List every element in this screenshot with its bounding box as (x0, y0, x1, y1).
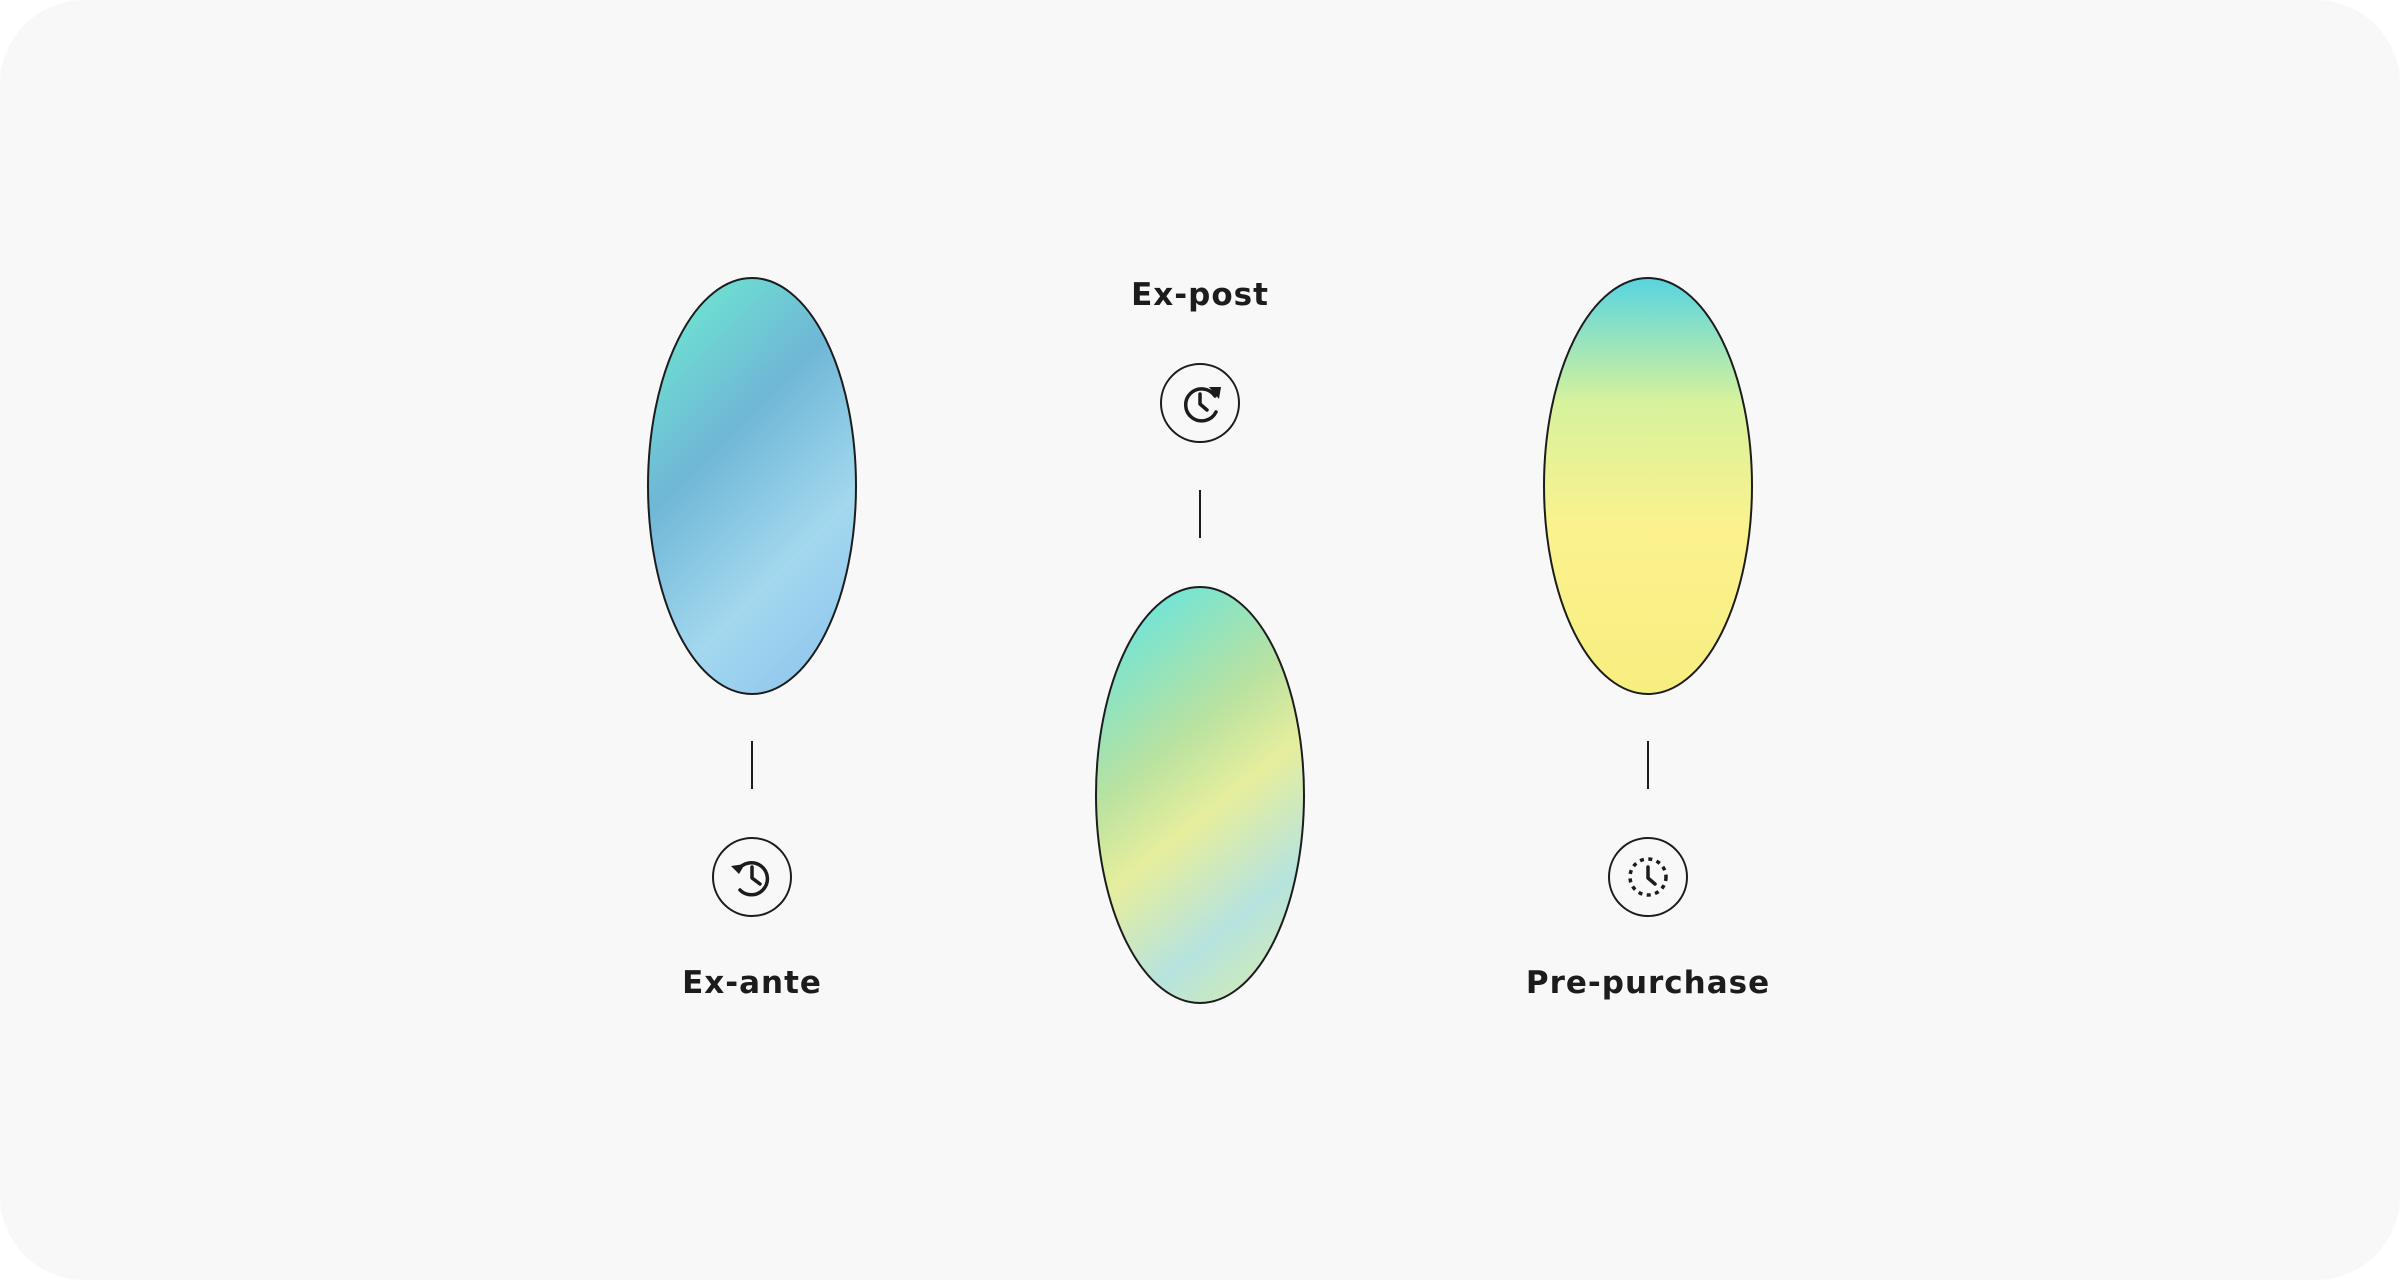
ex-post-label: Ex-post (1131, 277, 1269, 313)
refresh-clock-icon (1160, 363, 1240, 443)
history-icon (712, 837, 792, 917)
pre-purchase-ellipse (1543, 277, 1753, 695)
dashed-clock-icon (1608, 837, 1688, 917)
pre-purchase-label: Pre-purchase (1525, 965, 1771, 1001)
ex-ante-label: Ex-ante (682, 965, 822, 1001)
ex-ante-ellipse (647, 277, 857, 695)
ex-post-ellipse (1095, 586, 1305, 1004)
